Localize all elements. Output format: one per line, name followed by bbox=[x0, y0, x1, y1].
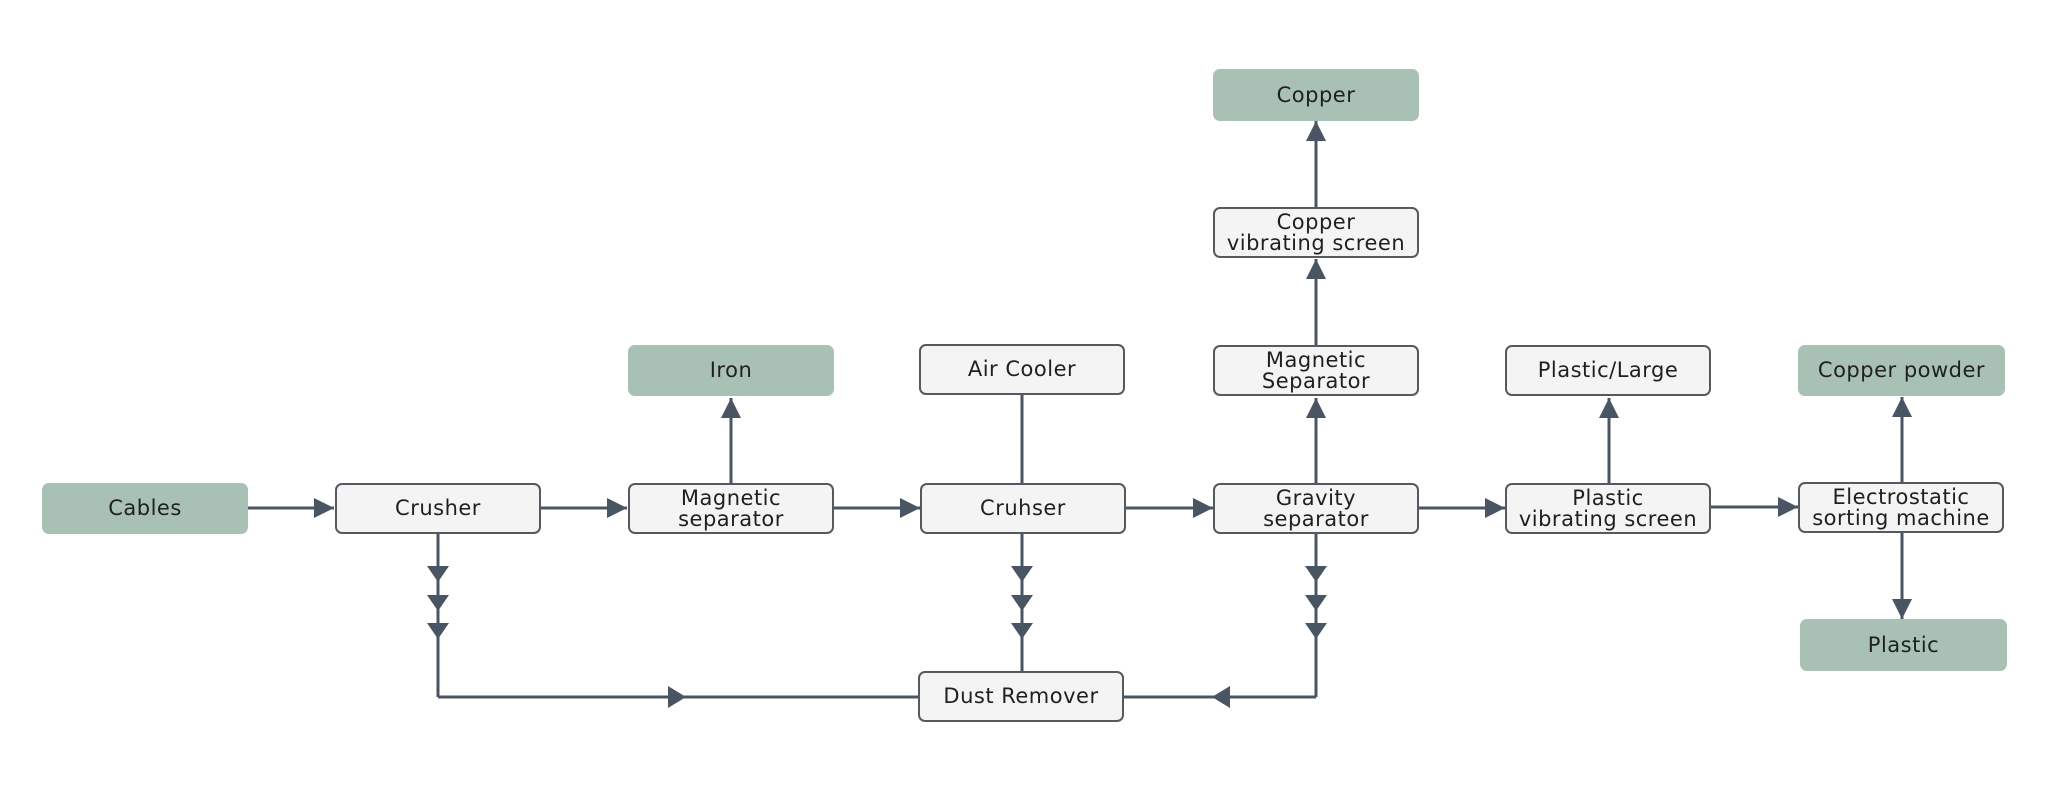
node-magnetic-separator: Magnetic separator bbox=[628, 483, 834, 534]
node-copper: Copper bbox=[1213, 69, 1419, 121]
dust-arrow-cruhser-3 bbox=[1011, 623, 1033, 639]
dust-arrow-crusher-3 bbox=[427, 623, 449, 639]
node-cruhser: Cruhser bbox=[920, 483, 1126, 534]
dust-arrow-left-run bbox=[668, 686, 686, 708]
node-magnetic-separator-2: Magnetic Separator bbox=[1213, 345, 1419, 396]
node-plastic-vibrating-screen: Plastic vibrating screen bbox=[1505, 483, 1711, 534]
node-cables: Cables bbox=[42, 483, 248, 534]
dust-arrow-gravity-1 bbox=[1305, 566, 1327, 582]
dust-arrow-gravity-3 bbox=[1305, 623, 1327, 639]
node-copper-vibrating-screen: Copper vibrating screen bbox=[1213, 207, 1419, 258]
node-plastic-large: Plastic/Large bbox=[1505, 345, 1711, 396]
node-electrostatic-sorting-machine: Electrostatic sorting machine bbox=[1798, 482, 2004, 533]
dust-arrow-gravity-2 bbox=[1305, 595, 1327, 611]
dust-arrow-crusher-1 bbox=[427, 566, 449, 582]
dust-arrow-cruhser-1 bbox=[1011, 566, 1033, 582]
node-air-cooler: Air Cooler bbox=[919, 344, 1125, 395]
node-gravity-separator: Gravity separator bbox=[1213, 483, 1419, 534]
dust-arrow-cruhser-2 bbox=[1011, 595, 1033, 611]
node-dust-remover: Dust Remover bbox=[918, 671, 1124, 722]
node-iron: Iron bbox=[628, 345, 834, 396]
node-plastic: Plastic bbox=[1800, 619, 2007, 671]
node-copper-powder: Copper powder bbox=[1798, 345, 2005, 396]
node-crusher: Crusher bbox=[335, 483, 541, 534]
dust-arrow-right-run bbox=[1212, 686, 1230, 708]
dust-arrow-crusher-2 bbox=[427, 595, 449, 611]
